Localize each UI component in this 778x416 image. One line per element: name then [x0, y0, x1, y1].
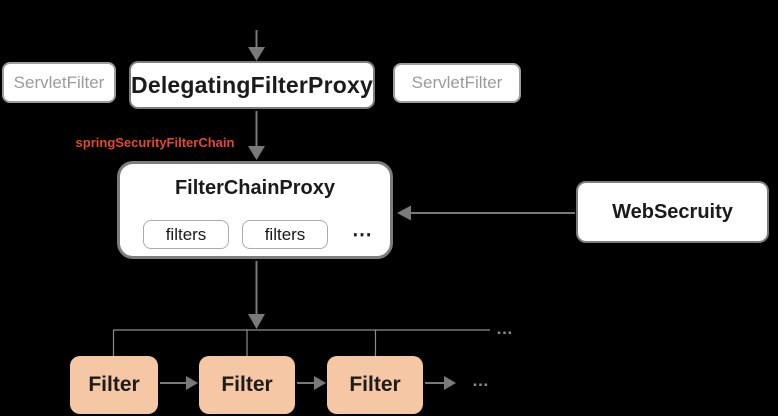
node-servlet-filter-left-label: ServletFilter: [13, 72, 105, 92]
node-filter-1-label: Filter: [88, 373, 140, 396]
node-filter-2-label: Filter: [221, 373, 273, 396]
arrow-filter1-to-filter2: [160, 376, 198, 390]
node-servlet-filter-left: ServletFilter: [2, 62, 116, 103]
arrow-filter2-to-filter3: [297, 376, 326, 390]
arrow-websecruity-to-fcp: [397, 205, 575, 221]
filter-sequence-ellipsis: …: [472, 371, 491, 390]
arrow-filter2-to-filter3-head: [314, 376, 326, 390]
node-servlet-filter-right: ServletFilter: [393, 63, 521, 103]
filters-chip-1: filters: [143, 220, 229, 249]
node-filter-3-label: Filter: [349, 373, 401, 396]
filters-chip-1-label: filters: [165, 224, 207, 244]
node-filter-3: Filter: [327, 356, 423, 414]
chain-distribution-ellipsis: …: [496, 319, 515, 338]
arrow-fcp-to-chain: [248, 261, 265, 329]
arrow-incoming-request: [248, 30, 265, 61]
arrow-websecruity-to-fcp-head: [397, 205, 411, 221]
node-servlet-filter-right-label: ServletFilter: [411, 73, 503, 92]
node-delegating-filter-proxy: DelegatingFilterProxy: [129, 61, 375, 109]
spring-security-filter-chain-label: springSecurityFilterChain: [75, 135, 235, 150]
node-web-secruity-label: WebSecruity: [612, 200, 733, 223]
filters-chip-2-label: filters: [264, 224, 306, 244]
arrow-fcp-to-chain-head: [248, 314, 265, 329]
arrow-filter3-to-more: [425, 376, 456, 390]
arrow-filter1-to-filter2-head: [186, 376, 198, 390]
node-web-secruity: WebSecruity: [576, 181, 769, 243]
node-filter-1: Filter: [70, 356, 158, 414]
arrow-filter3-to-more-head: [444, 376, 456, 390]
node-filter-chain-proxy-title: FilterChainProxy: [174, 177, 336, 199]
arrow-dfp-to-fcp: [248, 111, 265, 160]
arrow-incoming-request-head: [248, 47, 265, 61]
node-delegating-filter-proxy-label: DelegatingFilterProxy: [131, 71, 373, 98]
filters-more-ellipsis: ⋯: [352, 224, 374, 246]
filters-chip-2: filters: [242, 220, 328, 249]
node-filter-chain-proxy: FilterChainProxy filters filters ⋯: [117, 161, 393, 259]
arrow-dfp-to-fcp-head: [248, 146, 265, 160]
node-filter-2: Filter: [199, 356, 295, 414]
